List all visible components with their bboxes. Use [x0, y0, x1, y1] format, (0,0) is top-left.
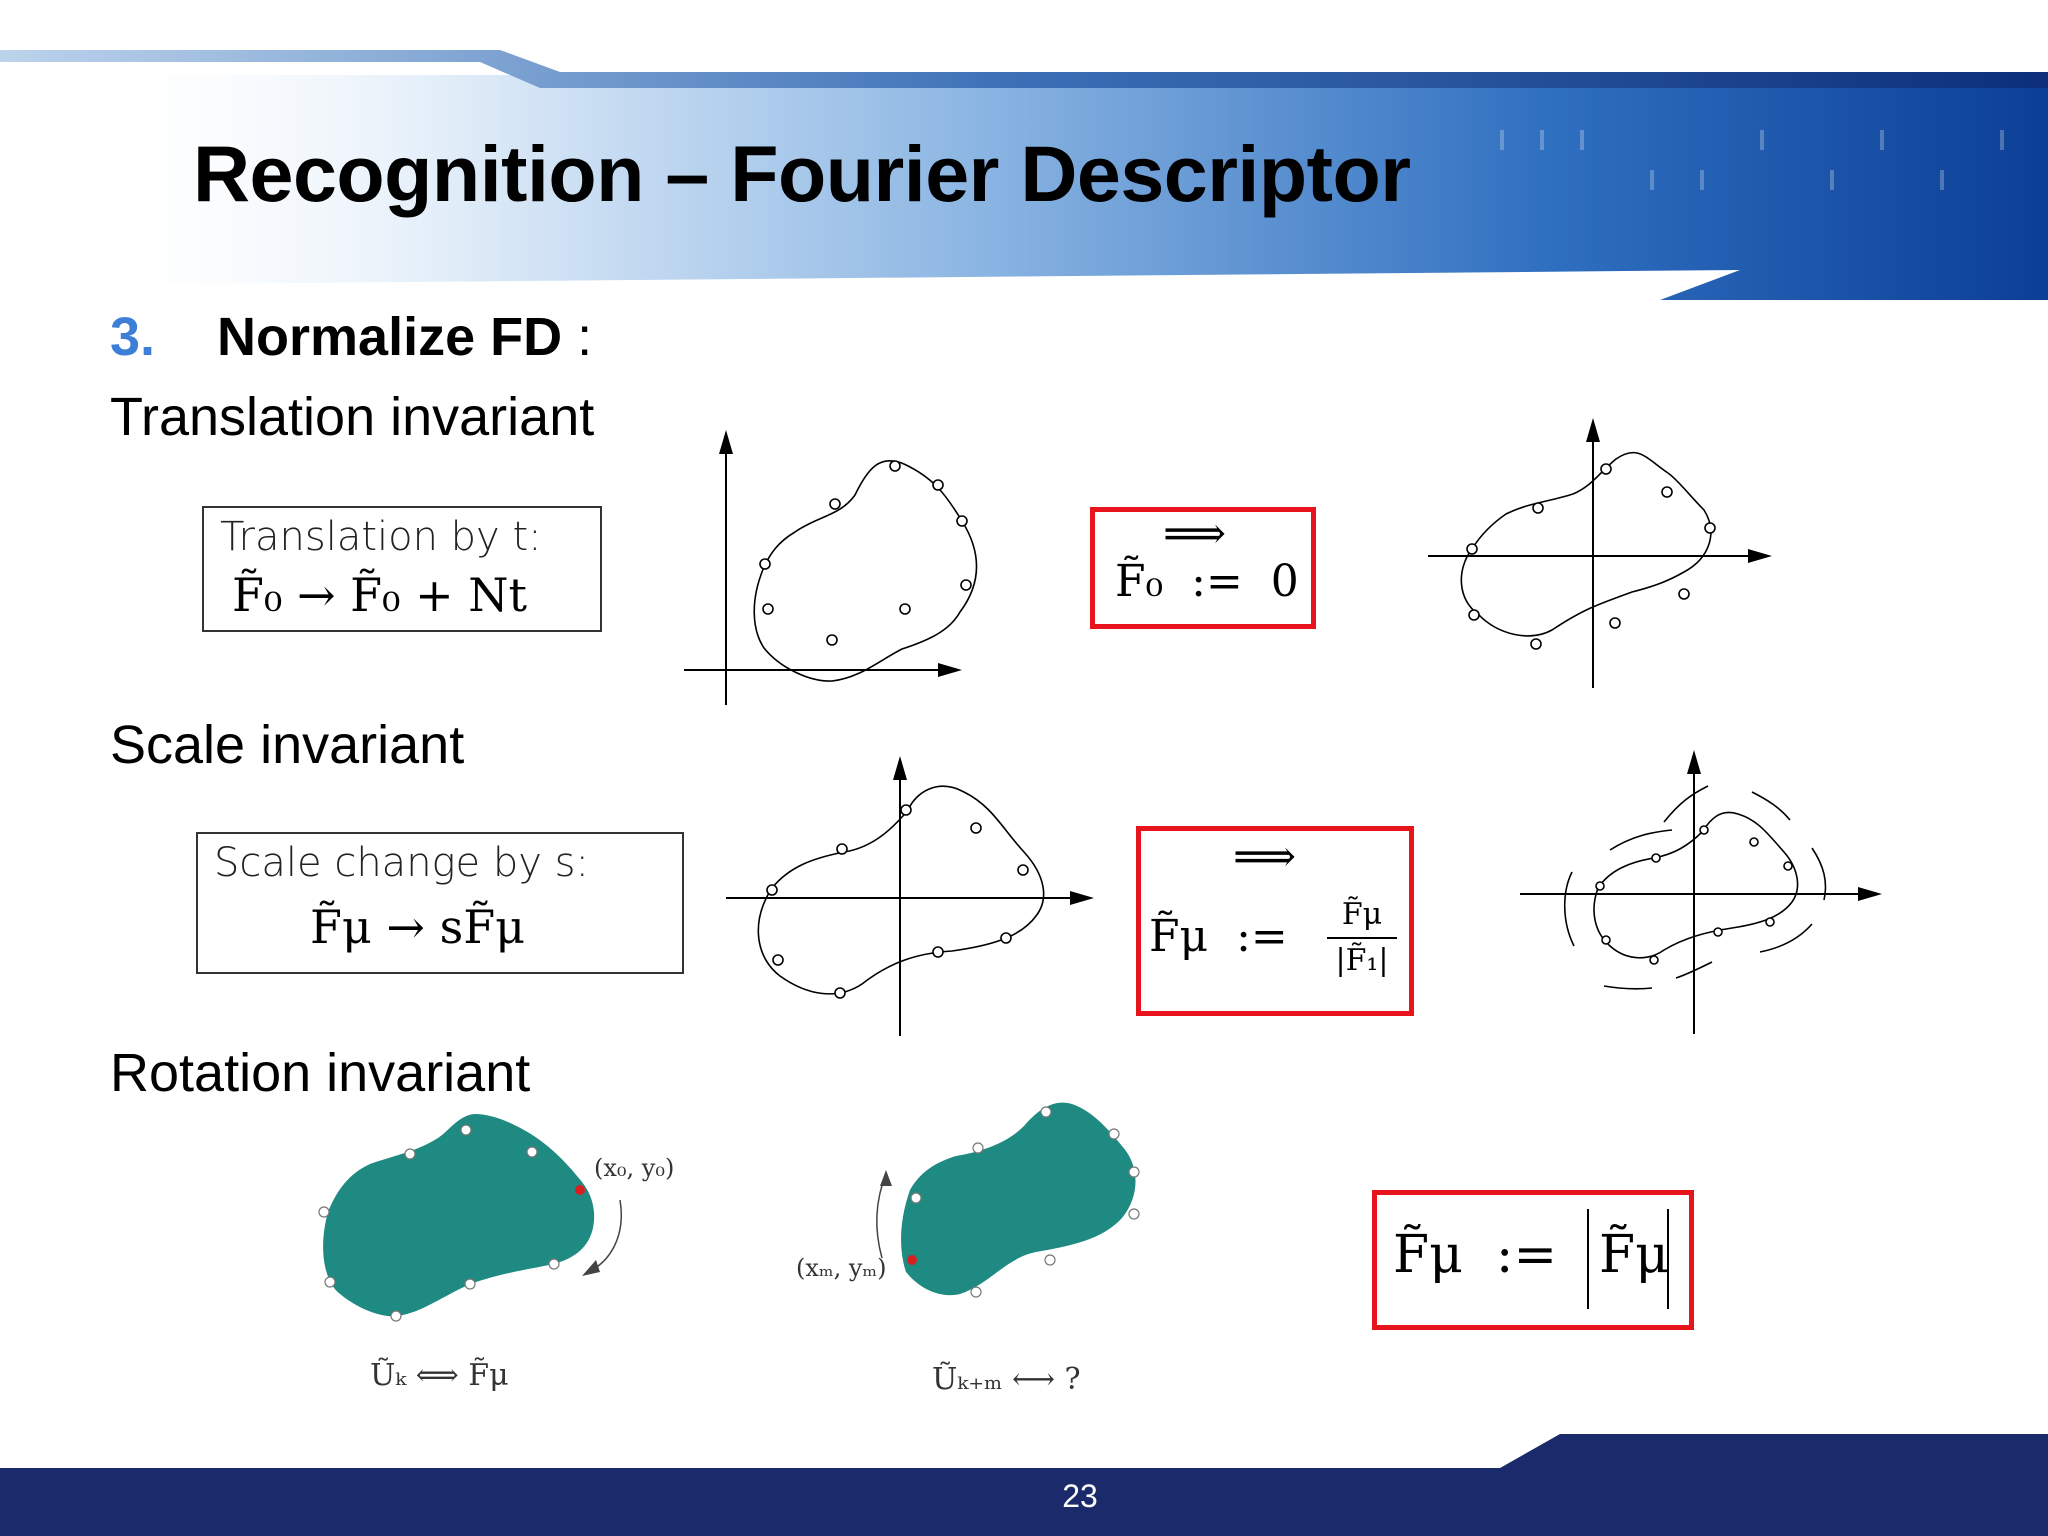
rotation-point-label-2: (xₘ, yₘ): [796, 1254, 887, 1282]
fraction-bar: [1327, 937, 1397, 939]
scale-arrow: ⟹: [1233, 831, 1297, 882]
rotation-caption-2: Ũₖ₊ₘ ⟷ ?: [932, 1362, 1081, 1397]
abs-bar-left: [1587, 1209, 1589, 1309]
step-number: 3.: [110, 307, 156, 367]
translation-box-caption: Translation by t:: [220, 514, 542, 560]
scale-label: Scale invariant: [110, 715, 465, 775]
step-heading: 3. Normalize FD :: [110, 306, 592, 368]
scale-result-lhs: F̃μ :=: [1149, 911, 1288, 962]
translation-formula-box: Translation by t: F̃₀ → F̃₀ + Nt: [202, 506, 602, 632]
translation-plot-after: [1428, 418, 1772, 688]
scale-box-caption: Scale change by s:: [214, 840, 589, 886]
translation-plot-before: [684, 430, 978, 705]
footer-bar: [0, 1434, 2048, 1536]
scale-formula-box: Scale change by s: F̃μ → sF̃μ: [196, 832, 684, 974]
translation-box-formula: F̃₀ → F̃₀ + Nt: [232, 568, 528, 622]
translation-result: F̃₀ := 0: [1115, 556, 1299, 607]
rotation-point-label-1: (x₀, y₀): [594, 1154, 675, 1182]
scale-box-formula: F̃μ → sF̃μ: [310, 900, 526, 954]
rotation-shape-2: [876, 1102, 1140, 1298]
abs-bar-right: [1667, 1209, 1669, 1309]
rotation-shape-1: [318, 1114, 622, 1322]
slide-title: Recognition – Fourier Descriptor: [193, 129, 1411, 218]
translation-arrow: ⟹: [1163, 508, 1227, 559]
rotation-caption-1: Ũₖ ⟺ F̃μ: [370, 1358, 509, 1393]
scale-result-denominator: |F̃₁|: [1335, 943, 1389, 978]
rotation-result-lhs: F̃μ :=: [1393, 1225, 1558, 1285]
scale-result-numerator: F̃μ: [1341, 897, 1383, 932]
scale-result-box: ⟹ F̃μ := F̃μ |F̃₁|: [1136, 826, 1414, 1016]
scale-plot-before: [726, 756, 1094, 1036]
translation-label: Translation invariant: [110, 387, 595, 447]
step-name: Normalize FD: [217, 307, 563, 367]
step-suffix: :: [562, 307, 593, 367]
header-banner: [0, 50, 2048, 300]
page-number: 23: [1062, 1478, 1098, 1514]
translation-result-box: ⟹ F̃₀ := 0: [1090, 507, 1316, 629]
scale-plot-after: [1520, 750, 1882, 1034]
rotation-result-box: F̃μ := F̃μ: [1372, 1190, 1694, 1330]
rotation-result-rhs: F̃μ: [1599, 1225, 1669, 1285]
rotation-label: Rotation invariant: [110, 1043, 531, 1103]
